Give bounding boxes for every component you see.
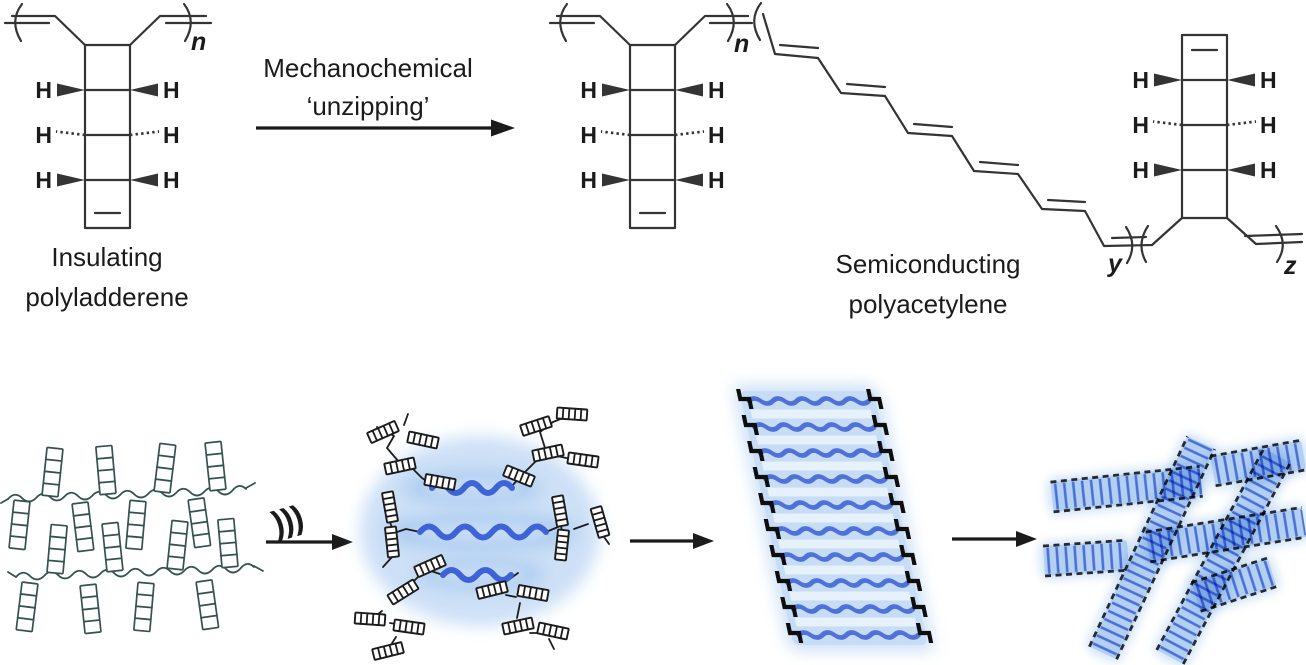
ladderene-pendant — [166, 519, 189, 571]
ladderene-pendant — [101, 521, 124, 573]
ladderene-pendant — [216, 517, 239, 569]
nanofiber — [1039, 536, 1133, 580]
reactant-structure-polyladderene: n Insulating polyladderene — [3, 2, 213, 312]
double-bond — [1046, 198, 1087, 204]
repeat-bracket-close — [1124, 225, 1134, 265]
panel-entangled-polyladderene-chains — [0, 440, 264, 635]
ladderene-unit-inverted — [1131, 33, 1278, 220]
double-bond — [778, 43, 820, 50]
backbone-right-end: n — [128, 2, 213, 56]
ladderene-pendant — [187, 496, 212, 549]
product-backbone-left-end — [548, 2, 632, 47]
double-bond — [1110, 235, 1148, 240]
arrow-label-line2: ‘unzipping’ — [307, 91, 430, 121]
z-end-group: z — [1225, 216, 1304, 280]
arrowhead — [693, 533, 714, 549]
polyacetylene-segment — [440, 567, 514, 583]
ladderene-pendant — [79, 583, 102, 635]
ladderene-pendant — [15, 581, 39, 633]
repeat-bracket-open — [559, 2, 569, 43]
ladderene-pendant — [204, 440, 227, 492]
sonication-step: ))) — [266, 498, 353, 550]
ladderene-pendant — [41, 446, 64, 498]
ladderene-pendant — [153, 442, 177, 494]
nanofiber — [1154, 446, 1293, 665]
ladderene-pendant — [195, 578, 220, 631]
process-arrow-3 — [952, 531, 1037, 547]
double-bond — [845, 82, 887, 89]
arrow-label-line1: Mechanochemical — [263, 53, 473, 83]
backbone-left-end — [3, 2, 87, 47]
polyacetylene-segment — [417, 523, 549, 541]
panel-unzipping-intermediate — [353, 406, 611, 661]
stacked-polyacetylene-chains — [746, 396, 921, 640]
nanofiber — [1087, 434, 1217, 662]
y-bracket-junction: y — [1106, 224, 1150, 278]
ladderene-pendant — [94, 444, 117, 496]
ladderene-unit — [34, 43, 181, 230]
arrowhead — [491, 119, 515, 137]
product-structure-polyacetylene-block: n y z Semiconducting polyacetylene — [548, 1, 1304, 319]
repeat-bracket-open — [14, 2, 24, 43]
reaction-arrow: Mechanochemical ‘unzipping’ — [256, 53, 515, 137]
arrowhead — [1016, 531, 1037, 547]
inter-chain-streaks — [750, 409, 917, 627]
product-label-line2: polyacetylene — [849, 289, 1008, 319]
ladderene-pendant — [124, 499, 147, 551]
repeat-bracket-close — [1274, 224, 1284, 264]
ladderene-pendant — [71, 501, 95, 553]
subscript-n: n — [734, 30, 749, 58]
panel-lamellar-stack — [734, 385, 934, 651]
reactant-label-line2: polyladderene — [25, 282, 188, 312]
reactant-label-line1: Insulating — [51, 242, 162, 272]
double-bond — [912, 122, 954, 129]
process-arrow-2 — [630, 533, 714, 549]
sonication-icon: ))) — [268, 498, 307, 542]
ladderene-pendant — [132, 581, 155, 633]
arrowhead — [332, 534, 353, 550]
ladderene-pendant — [8, 499, 31, 551]
bottom-process-illustration: ))) — [0, 385, 1306, 665]
repeat-bracket-open — [1140, 224, 1150, 264]
end-group-marks — [736, 389, 934, 643]
top-reaction-scheme: H H H H H H n Insulating polyladderene M… — [3, 1, 1304, 319]
ladderene-unit — [579, 43, 726, 230]
repeat-bracket-open — [753, 1, 763, 42]
repeat-bracket-close — [725, 2, 735, 43]
panel-nanofiber-network — [1039, 434, 1306, 665]
subscript-z: z — [1283, 252, 1297, 280]
double-bond — [978, 160, 1020, 167]
n-bracket-junction: n — [673, 1, 763, 58]
repeat-bracket-close — [182, 2, 192, 43]
product-label-line1: Semiconducting — [836, 249, 1021, 279]
ladderene-pendant — [46, 523, 69, 575]
polyene-chain — [761, 12, 1184, 248]
subscript-n: n — [191, 28, 206, 56]
subscript-y: y — [1106, 250, 1123, 278]
